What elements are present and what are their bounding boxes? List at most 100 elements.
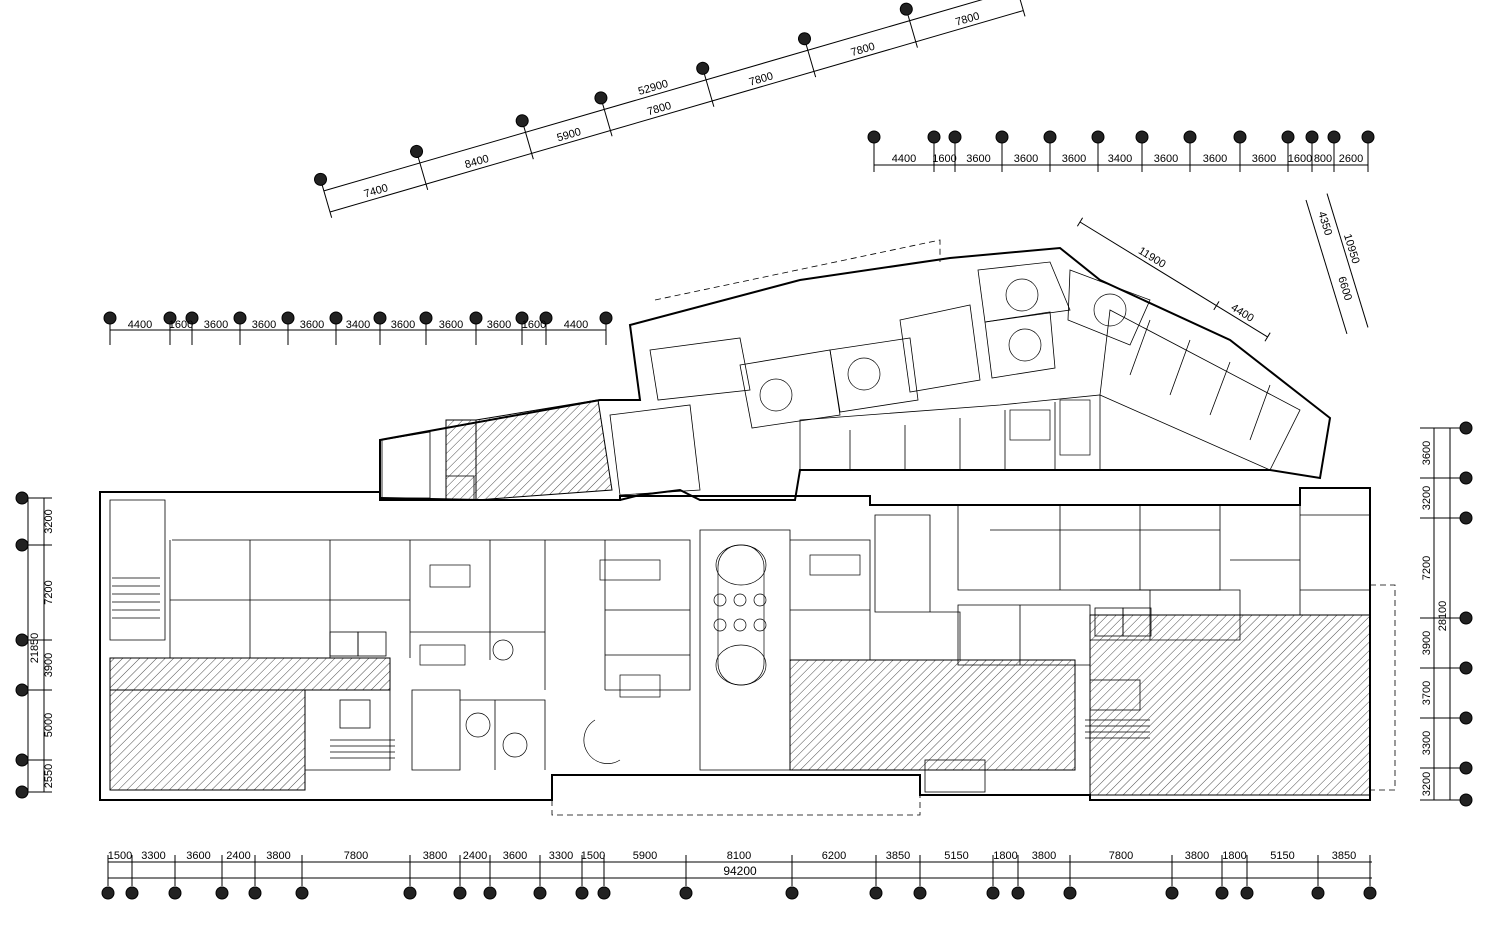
- grid-bubble-diagonal: [899, 2, 913, 16]
- right-top-dim-label: 3600: [966, 153, 990, 165]
- grid-bubble-bottom: [1063, 886, 1077, 900]
- bottom-dim-label: 6200: [822, 850, 846, 862]
- bottom-dim-label: 3800: [266, 850, 290, 862]
- grid-bubble-left-top: [469, 311, 483, 325]
- grid-bubble-right-side: [1459, 711, 1473, 725]
- left-top-dim-label: 3600: [252, 319, 276, 331]
- building: [99, 239, 1396, 816]
- right-top-dim-label: 800: [1314, 153, 1332, 165]
- grid-bubble-left-top: [163, 311, 177, 325]
- left-side-dim-label: 5000: [43, 713, 55, 737]
- short-diag-dim-0: 4350: [1315, 210, 1334, 237]
- grid-bubble-bottom: [986, 886, 1000, 900]
- grid-bubble-right-top: [995, 130, 1009, 144]
- grid-bubble-right-top: [1305, 130, 1319, 144]
- bottom-dim-label: 3300: [141, 850, 165, 862]
- diagonal-tick: [522, 124, 534, 160]
- short-diag-dim-1: 6600: [1335, 275, 1354, 302]
- diagonal-tick: [906, 12, 918, 48]
- bottom-dim-label: 3300: [549, 850, 573, 862]
- grid-bubble-right-top: [1281, 130, 1295, 144]
- diagonal-dim-label: 5900: [556, 126, 583, 144]
- grid-bubble-bottom: [1240, 886, 1254, 900]
- bottom-dim-label: 3850: [886, 850, 910, 862]
- grid-bubble-bottom: [1165, 886, 1179, 900]
- grid-bubble-left-top: [185, 311, 199, 325]
- furniture: [419, 278, 1127, 764]
- grid-bubble-left-side: [15, 538, 29, 552]
- short-diag-dimension-chain: 4350 6600 10950: [1305, 193, 1369, 335]
- bottom-dim-label: 1500: [581, 850, 605, 862]
- grid-bubble-bottom: [597, 886, 611, 900]
- grid-bubble-bottom: [1363, 886, 1377, 900]
- hatched-zone-west-corridor: [109, 657, 391, 691]
- grid-bubble-left-top: [103, 311, 117, 325]
- diagonal-tick: [601, 101, 613, 137]
- diag-east-dim-0: 11900: [1136, 245, 1168, 271]
- grid-bubble-left-side: [15, 633, 29, 647]
- hatched-zone-small: [445, 419, 477, 501]
- grid-bubble-bottom: [1011, 886, 1025, 900]
- grid-bubble-bottom: [248, 886, 262, 900]
- diagonal-east-dimension-chain: 11900 4400: [1076, 217, 1271, 342]
- grid-bubble-diagonal: [594, 91, 608, 105]
- hatched-zone-center: [789, 659, 1076, 771]
- right-top-dim-label: 3600: [1252, 153, 1276, 165]
- left-top-dim-label: 3600: [300, 319, 324, 331]
- bottom-dim-label: 8100: [727, 850, 751, 862]
- grid-bubble-diagonal: [410, 144, 424, 158]
- grid-bubble-diagonal: [696, 61, 710, 75]
- bottom-total-dimension: 94200: [723, 864, 757, 878]
- left-side-dim-label: 3200: [43, 509, 55, 533]
- grid-bubble-left-top: [281, 311, 295, 325]
- grid-bubble-left-top: [599, 311, 613, 325]
- grid-bubble-right-side: [1459, 471, 1473, 485]
- grid-bubble-right-top: [1043, 130, 1057, 144]
- grid-bubble-left-top: [373, 311, 387, 325]
- left-top-dim-label: 3600: [439, 319, 463, 331]
- grid-bubble-bottom: [869, 886, 883, 900]
- grid-bubble-bottom: [295, 886, 309, 900]
- bottom-dim-label: 3800: [1032, 850, 1056, 862]
- grid-bubble-right-side: [1459, 611, 1473, 625]
- grid-bubble-left-side: [15, 753, 29, 767]
- grid-bubble-bottom: [453, 886, 467, 900]
- grid-bubble-bottom: [1311, 886, 1325, 900]
- grid-bubble-right-top: [1135, 130, 1149, 144]
- right-top-dim-label: 3600: [1062, 153, 1086, 165]
- grid-bubble-bottom: [1215, 886, 1229, 900]
- grid-bubble-right-side: [1459, 421, 1473, 435]
- right-top-dim-label: 3400: [1108, 153, 1132, 165]
- left-side-total: 21850: [29, 633, 41, 664]
- grid-bubble-bottom: [101, 886, 115, 900]
- right-side-total: 28100: [1437, 601, 1449, 632]
- diagonal-dim-label: 7800: [646, 100, 673, 118]
- bottom-dim-label: 1800: [993, 850, 1017, 862]
- bottom-dim-label: 3600: [186, 850, 210, 862]
- grid-bubble-right-side: [1459, 761, 1473, 775]
- hatched-zone-east: [1089, 614, 1371, 796]
- right-top-dim-label: 1600: [932, 153, 956, 165]
- grid-bubble-left-side: [15, 491, 29, 505]
- left-side-dim-label: 3900: [43, 653, 55, 677]
- partitions: [109, 261, 1371, 793]
- bottom-dim-label: 2400: [463, 850, 487, 862]
- grid-bubble-bottom: [125, 886, 139, 900]
- left-top-dim-label: 1600: [522, 319, 546, 331]
- bottom-dim-label: 5900: [633, 850, 657, 862]
- bottom-dim-label: 1500: [108, 850, 132, 862]
- grid-bubble-right-top: [1183, 130, 1197, 144]
- hatched-zone-west: [109, 689, 306, 791]
- left-top-dim-label: 3600: [391, 319, 415, 331]
- left-top-dim-label: 3400: [346, 319, 370, 331]
- grid-bubble-bottom: [215, 886, 229, 900]
- right-side-dim-label: 3900: [1421, 631, 1433, 655]
- diagonal-tick: [805, 42, 817, 78]
- right-side-dim-label: 3600: [1421, 441, 1433, 465]
- grid-bubble-diagonal: [798, 32, 812, 46]
